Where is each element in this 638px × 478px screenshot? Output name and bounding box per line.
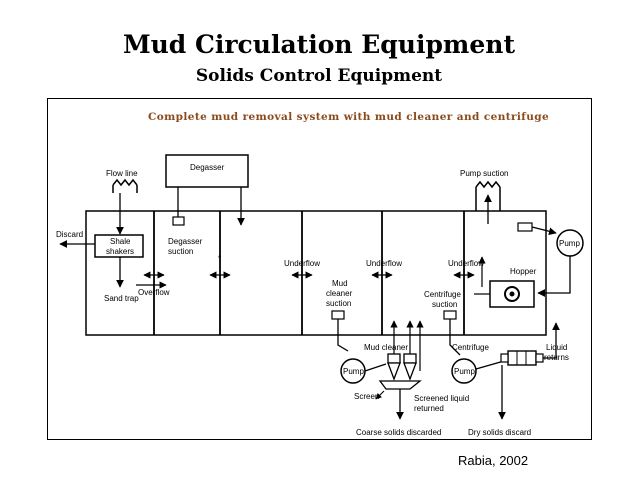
dry-solids-label: Dry solids discard	[468, 428, 531, 437]
right-pump-label: Pump	[559, 239, 580, 248]
pump-suction-label: Pump suction	[460, 169, 508, 178]
mud-cleaner-label: Mud cleaner	[364, 343, 408, 352]
flow-line-label: Flow line	[106, 169, 138, 178]
screen-label: Screen	[354, 392, 379, 401]
shale-shakers-label: Shale	[110, 237, 131, 246]
overflow-label: Overflow	[138, 288, 170, 297]
screen-pointer	[375, 390, 385, 400]
pump-suction-symbol	[475, 180, 501, 189]
degasser-suction-intake	[172, 216, 185, 226]
hydrocyclone-cone	[387, 362, 401, 381]
hopper-suction-intake	[517, 222, 533, 232]
mud-cleaner-suction-label-3: suction	[326, 299, 351, 308]
degasser-label: Degasser	[190, 163, 225, 172]
screened-liquid-label-2: returned	[414, 404, 444, 413]
centrifuge-suction-intake	[443, 310, 457, 320]
mud-cleaner-suction-label: Mud	[332, 279, 348, 288]
asterisk-mark: *	[218, 254, 221, 263]
centrifuge-body	[507, 350, 537, 366]
centrifuge-suction-label: Centrifuge	[424, 290, 461, 299]
hydrocyclone-top	[387, 353, 401, 364]
page-subtitle: Solids Control Equipment	[195, 66, 443, 86]
liquid-returns-label: Liquid	[546, 343, 567, 352]
pump-intake-arrow	[531, 226, 557, 236]
mud-system-diagram: Complete mud removal system with mud cle…	[56, 111, 584, 437]
underflow-label: Underflow	[448, 259, 484, 268]
hopper-label: Hopper	[510, 267, 537, 276]
mud-cleaner-screen	[378, 380, 422, 390]
shale-shakers-label-2: shakers	[106, 247, 134, 256]
centrifuge-suction-pipe	[449, 319, 461, 356]
mud-cleaner-suction-pipe	[337, 319, 349, 352]
mud-cleaner-feed	[364, 363, 387, 372]
figure-heading: Complete mud removal system with mud cle…	[148, 111, 549, 123]
coarse-solids-label: Coarse solids discarded	[356, 428, 441, 437]
sand-trap-label: Sand trap	[104, 294, 139, 303]
mud-system-figure: Complete mud removal system with mud cle…	[47, 98, 592, 440]
degasser-suction-label-2: suction	[168, 247, 193, 256]
hydrocyclone-top	[403, 353, 417, 364]
hopper-icon	[504, 286, 520, 302]
centrifuge-label: Centrifuge	[452, 343, 489, 352]
pump-to-hopper-arrow	[537, 256, 571, 297]
underflow-label: Underflow	[284, 259, 320, 268]
liquid-returns-label-2: returns	[544, 353, 569, 362]
page-title: Mud Circulation Equipment	[122, 30, 516, 59]
screened-liquid-label: Screened liquid	[414, 394, 469, 403]
degasser-suction-label: Degasser	[168, 237, 203, 246]
figure-credit: Rabia, 2002	[458, 453, 529, 468]
mud-cleaner-suction-intake	[331, 310, 345, 320]
liquid-returns-arrow	[543, 322, 560, 359]
centrifuge-feed	[475, 360, 505, 370]
flow-line-symbol	[112, 178, 138, 187]
left-pump-label: Pump	[343, 367, 364, 376]
underflow-label: Underflow	[366, 259, 402, 268]
shale-shakers-box	[94, 234, 144, 258]
hydrocyclone-cone	[403, 362, 417, 381]
discard-label: Discard	[56, 230, 83, 239]
center-pump-label: Pump	[454, 367, 475, 376]
center-pump-circle	[451, 358, 477, 384]
mud-cleaner-suction-label-2: cleaner	[326, 289, 353, 298]
centrifuge-suction-label-2: suction	[432, 300, 457, 309]
degasser-box	[165, 154, 249, 188]
mud-tank	[85, 210, 547, 336]
